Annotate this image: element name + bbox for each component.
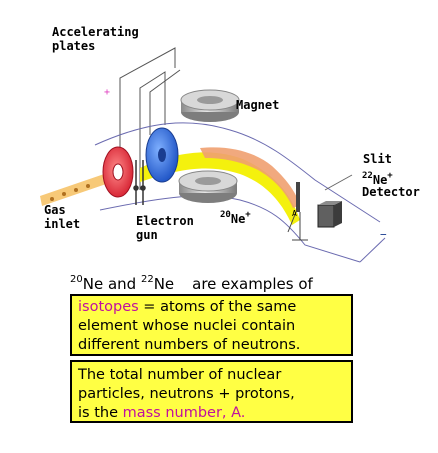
gas-stream: [40, 172, 112, 206]
point-a-label: A: [292, 209, 297, 218]
ion-beam-orange: [200, 147, 300, 208]
ne20-label: 20Ne+: [220, 210, 251, 226]
detector-block: [317, 201, 342, 228]
electron-gun: [133, 160, 146, 205]
slit: [287, 182, 308, 241]
slit-label: Slit: [363, 152, 392, 166]
mass-number-box: The total number of nuclear particles, n…: [70, 360, 353, 423]
minus-marker: −: [380, 228, 387, 241]
slit-pointer: [324, 174, 353, 191]
ne22-label: 22Ne+: [362, 171, 393, 187]
isotope-definition-box: isotopes = atoms of the same element who…: [70, 294, 353, 356]
isotopes-highlight: isotopes: [78, 299, 139, 315]
detector-label: Detector: [362, 185, 420, 199]
plate-wires: [119, 47, 181, 190]
electron-gun-label: Electron gun: [136, 214, 194, 242]
gas-inlet-label: Gas inlet: [44, 203, 81, 231]
blue-accelerating-plate: [145, 127, 179, 183]
red-accelerating-plate: [102, 146, 134, 198]
magnet-label: Magnet: [236, 98, 280, 112]
mass-number-highlight: mass number, A.: [122, 405, 246, 421]
magnet-top: [180, 89, 240, 122]
plus-marker: +: [104, 87, 111, 98]
magnet-bottom: [178, 170, 238, 203]
accelerating-plates-label: Accelerating plates: [52, 25, 139, 53]
